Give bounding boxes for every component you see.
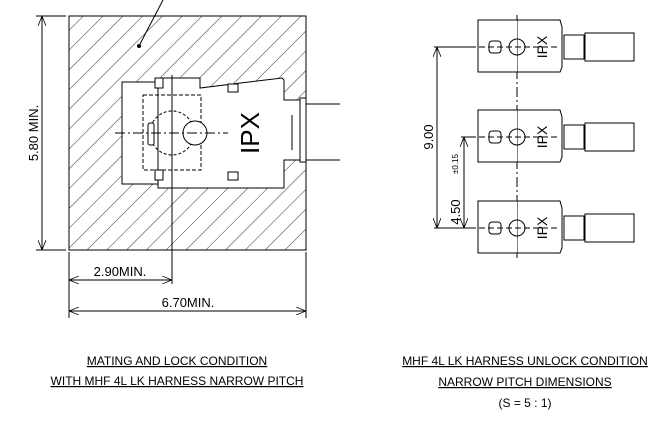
connector-logo: IPX: [534, 216, 550, 239]
pitch-label: 4.50: [448, 199, 463, 224]
pitch-view: IPX IPX IPX: [434, 15, 635, 258]
connector-unlocked-2: IPX: [470, 109, 635, 163]
connector-unlocked-3: IPX: [470, 200, 635, 254]
connector-unlocked-1: IPX: [470, 19, 635, 73]
outer-pitch-label: 9.00: [421, 124, 436, 149]
pitch-tolerance: ±0.15: [451, 153, 460, 174]
width-dimension-label: 6.70MIN.: [162, 295, 215, 310]
scale-label: (S = 5 : 1): [498, 396, 551, 410]
connector-top-view: [115, 77, 307, 189]
right-caption-line1: MHF 4L LK HARNESS UNLOCK CONDITION: [402, 354, 648, 368]
right-caption-line2: NARROW PITCH DIMENSIONS: [438, 375, 611, 389]
connector-logo: IPX: [235, 112, 265, 154]
center-dimension-label: 2.90MIN.: [94, 264, 147, 279]
mating-view: IPX: [36, 0, 340, 318]
height-dimension-label: 5.80 MIN.: [26, 105, 41, 161]
connector-logo: IPX: [534, 125, 550, 148]
connector-logo: IPX: [534, 35, 550, 58]
left-caption-line1: MATING AND LOCK CONDITION: [87, 354, 267, 368]
left-caption-line2: WITH MHF 4L LK HARNESS NARROW PITCH: [51, 374, 304, 388]
